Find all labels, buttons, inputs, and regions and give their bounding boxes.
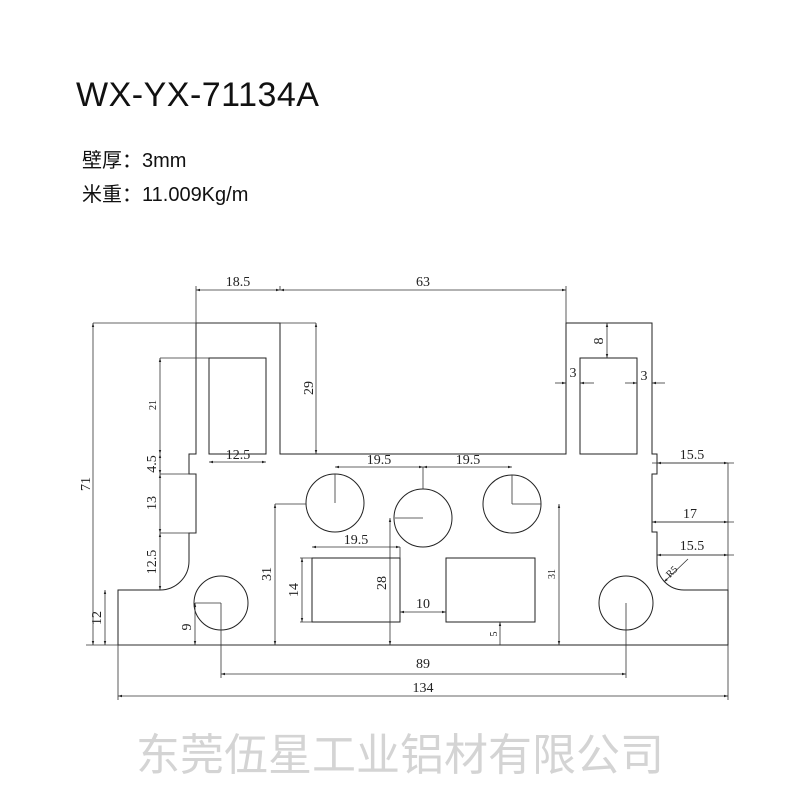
dimension-lines [86, 286, 734, 700]
dim-10: 10 [416, 597, 430, 612]
dim-3-right: 3 [641, 369, 648, 384]
dim-28: 28 [375, 576, 390, 590]
dim-12-5-slot: 12.5 [226, 448, 251, 463]
dim-71: 71 [79, 477, 94, 491]
dim-3-left: 3 [570, 366, 577, 381]
dim-r5: R5 [664, 564, 680, 580]
dim-14: 14 [287, 583, 302, 597]
dim-21: 21 [148, 400, 159, 410]
dim-17: 17 [683, 507, 697, 522]
watermark: 东莞伍星工业铝材有限公司 [136, 730, 664, 781]
dim-31-left: 31 [260, 567, 275, 581]
dim-89: 89 [416, 657, 430, 672]
dim-5: 5 [489, 632, 500, 637]
rect-cavity-right [445, 557, 536, 623]
dim-9: 9 [180, 624, 195, 631]
right-slot [579, 357, 638, 455]
dim-12: 12 [90, 611, 105, 625]
dim-134: 134 [413, 681, 434, 696]
dim-15-5-upper: 15.5 [680, 448, 705, 463]
dim-8: 8 [592, 338, 607, 345]
left-slot [208, 357, 267, 455]
rect-cavity-left [311, 557, 401, 623]
drawing-title: WX-YX-71134A [76, 76, 320, 114]
dim-63: 63 [416, 275, 430, 290]
dim-18-5: 18.5 [226, 275, 251, 290]
dim-19-5-rect: 19.5 [344, 533, 369, 548]
dim-4-5: 4.5 [145, 455, 160, 473]
wall-thickness: 壁厚：3mm [82, 150, 187, 172]
dim-19-5-pitch-1: 19.5 [367, 453, 392, 468]
profile-outline [117, 322, 729, 646]
dim-29: 29 [302, 381, 317, 395]
dim-12-5-lower: 12.5 [145, 550, 160, 575]
weight-per-meter: 米重：11.009Kg/m [82, 184, 249, 206]
dim-19-5-pitch-2: 19.5 [456, 453, 481, 468]
dim-31-right: 31 [547, 569, 558, 579]
dim-13: 13 [145, 496, 160, 510]
dim-15-5-lower: 15.5 [680, 539, 705, 554]
dimension-labels: 18.5 63 71 29 21 12.5 4.5 13 12.5 12 9 3… [79, 275, 704, 696]
